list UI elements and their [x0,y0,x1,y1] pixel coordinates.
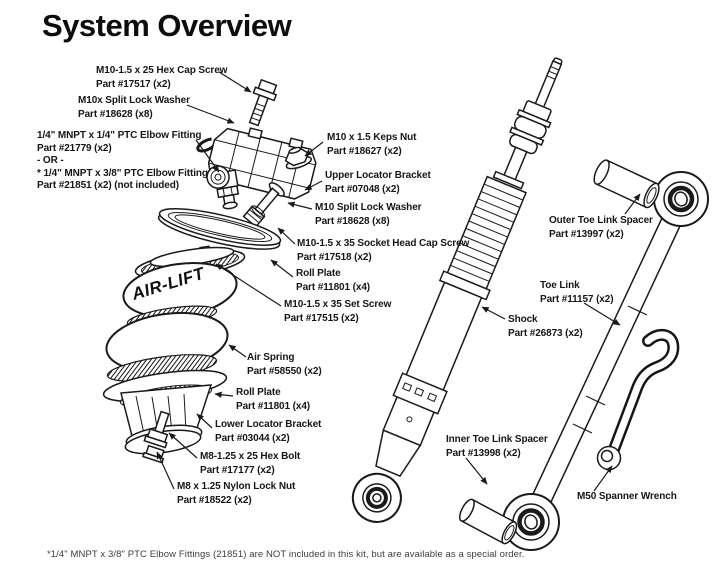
socket-head-cap-screw-part [242,182,285,228]
leader-inner-toe-link-spacer [465,457,488,485]
part-name: Toe Link [540,280,580,291]
part-number: Part #18522 (x2) [177,495,252,506]
label-outer-toe-link-spacer: Outer Toe Link Spacer Part #13997 (x2) [549,214,653,242]
part-number: Part #58550 (x2) [247,366,322,377]
leader-hex-bolt [168,432,198,459]
part-name: Air Spring [247,352,295,363]
part-name: Inner Toe Link Spacer [446,434,548,445]
part-number: Part #11157 (x2) [540,294,614,305]
label-hex-cap-screw: M10-1.5 x 25 Hex Cap Screw Part #17517 (… [96,64,227,92]
label-hex-bolt: M8-1.25 x 25 Hex Bolt Part #17177 (x2) [200,450,300,478]
part-name: Outer Toe Link Spacer [549,215,653,226]
leader-roll-plate-upper [270,259,294,278]
part-name: M10x Split Lock Washer [78,95,190,106]
lower-locator-bracket-part [102,369,228,455]
label-inner-toe-link-spacer: Inner Toe Link Spacer Part #13998 (x2) [446,433,548,461]
label-keps-nut: M10 x 1.5 Keps Nut Part #18627 (x2) [327,131,416,159]
part-name: M8-1.25 x 25 Hex Bolt [200,451,301,462]
part-name: Shock [508,314,538,325]
label-roll-plate-lower: Roll Plate Part #11801 (x4) [236,386,310,414]
part-number: Part #11801 (x4) [296,282,371,293]
part-number: Part #18627 (x2) [327,146,402,157]
leader-nylon-lock-nut [156,451,175,490]
part-number: Part #17515 (x2) [284,313,359,324]
leader-split-lock-washer-top [186,104,235,124]
outer-toe-link-spacer-part [593,159,660,209]
leader-set-screw [215,263,282,307]
leader-air-spring [228,344,247,358]
part-name: Roll Plate [236,387,281,398]
part-number: Part #03044 (x2) [215,433,290,444]
inner-toe-link-spacer-part [459,498,518,545]
leader-toe-link [583,302,621,326]
part-number: Part #13997 (x2) [549,229,624,240]
part-number: Part #26873 (x2) [508,328,583,339]
leader-hex-cap-screw [218,71,252,93]
leader-shock [481,306,506,320]
label-elbow-fitting: 1/4" MNPT x 1/4" PTC Elbow Fitting Part … [37,130,208,193]
leader-outer-toe-link-spacer [624,193,641,215]
part-number: Part #18628 (x8) [78,109,153,120]
part-name: M50 Spanner Wrench [577,491,677,502]
part-number: Part #21779 (x2) [37,142,112,154]
label-spanner-wrench: M50 Spanner Wrench [577,490,677,504]
label-shock: Shock Part #26873 (x2) [508,313,583,341]
leader-elbow-fitting [195,139,220,173]
spanner-wrench-part [596,329,680,471]
leader-keps-nut [304,141,324,157]
part-number: Part #18628 (x8) [315,216,390,227]
part-number: Part #17518 (x2) [297,252,372,263]
toe-link-part [502,171,709,551]
label-upper-locator-bracket: Upper Locator Bracket Part #07048 (x2) [325,169,431,197]
label-toe-link: Toe Link Part #11157 (x2) [540,279,614,307]
hex-bolt-part [143,410,170,449]
label-split-lock-washer-mid: M10 Split Lock Washer Part #18628 (x8) [315,201,422,229]
label-roll-plate-upper: Roll Plate Part #11801 (x4) [296,267,370,295]
part-number: Part #07048 (x2) [325,184,400,195]
leader-socket-head-cap-screw [277,227,296,245]
footnote: *1/4" MNPT x 3/8" PTC Elbow Fittings (21… [47,549,525,560]
part-number: Part #17177 (x2) [200,465,275,476]
label-nylon-lock-nut: M8 x 1.25 Nylon Lock Nut Part #18522 (x2… [177,480,295,508]
part-name: M10 Split Lock Washer [315,202,422,213]
elbow-fitting-part [206,165,240,210]
or-separator: - OR - [37,155,64,166]
part-name: M10 x 1.5 Keps Nut [327,132,417,143]
label-lower-locator-bracket: Lower Locator Bracket Part #03044 (x2) [215,418,321,446]
shock-part [351,57,563,523]
label-socket-head-cap-screw: M10-1.5 x 35 Socket Head Cap Screw Part … [297,237,469,265]
part-name: M10-1.5 x 25 Hex Cap Screw [96,65,228,76]
part-name: 1/4" MNPT x 1/4" PTC Elbow Fitting [37,130,202,141]
leader-lines [156,71,641,492]
leader-lower-locator-bracket [196,413,213,429]
leader-roll-plate-lower [214,391,234,398]
shock-boot-ridges [450,183,524,282]
leader-upper-locator-bracket [304,180,323,191]
part-name-alt: * 1/4" MNPT x 3/8" PTC Elbow Fitting [37,167,208,179]
roll-plate-upper-part [157,208,282,250]
part-number-alt: Part #21851 (x2) (not included) [37,180,179,191]
hex-cap-screw-part [248,78,278,127]
part-number: Part #11801 (x4) [236,401,311,412]
part-number: Part #13998 (x2) [446,448,521,459]
part-name: Roll Plate [296,268,341,279]
label-split-lock-washer-top: M10x Split Lock Washer Part #18628 (x8) [78,94,190,122]
label-set-screw: M10-1.5 x 35 Set Screw Part #17515 (x2) [284,298,391,326]
label-air-spring: Air Spring Part #58550 (x2) [247,351,322,379]
part-name: M8 x 1.25 Nylon Lock Nut [177,481,296,492]
air-spring-part: AIR-LIFT [105,245,246,382]
keps-nut-part [284,146,313,170]
part-name: M10-1.5 x 35 Set Screw [284,299,392,310]
part-number: Part #17517 (x2) [96,79,171,90]
part-name: Lower Locator Bracket [215,419,322,430]
page-title: System Overview [42,8,292,43]
leader-split-lock-washer-mid [287,201,313,210]
part-name: M10-1.5 x 35 Socket Head Cap Screw [297,238,470,249]
leader-spanner-wrench [593,465,613,492]
part-name: Upper Locator Bracket [325,170,431,181]
